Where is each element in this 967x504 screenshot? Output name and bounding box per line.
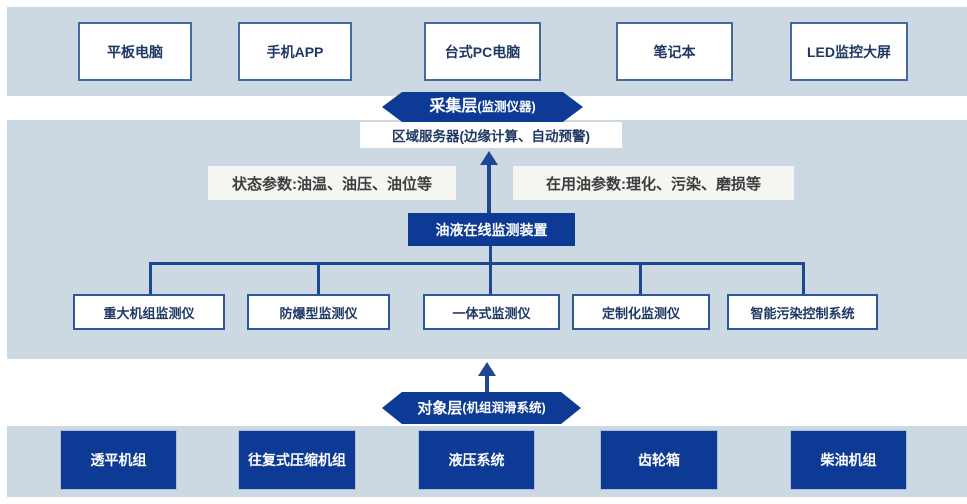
arrow-shaft	[485, 375, 489, 393]
connector-drop-2	[317, 262, 320, 294]
up-arrow-icon	[480, 151, 498, 165]
status-params-label: 状态参数:油温、油压、油位等	[208, 166, 456, 200]
node-diesel-unit: 柴油机组	[790, 430, 907, 490]
node-tablet: 平板电脑	[78, 22, 192, 81]
connector-drop-5	[802, 262, 805, 294]
node-gearbox: 齿轮箱	[600, 430, 718, 490]
object-layer-pill: 对象层 (机组润滑系统)	[382, 392, 581, 424]
node-major-unit-monitor: 重大机组监测仪	[73, 294, 225, 330]
node-turbine-unit: 透平机组	[60, 430, 177, 490]
arrow-shaft	[487, 163, 491, 213]
node-desktop-pc: 台式PC电脑	[424, 22, 541, 81]
collect-layer-pill: 采集层(监测仪器)	[382, 92, 583, 122]
object-layer-title: 对象层	[417, 399, 463, 417]
node-hydraulic-system: 液压系统	[418, 430, 535, 490]
node-explosion-proof-monitor: 防爆型监测仪	[247, 294, 390, 330]
node-laptop: 笔记本	[616, 22, 733, 81]
object-layer-subtitle: (机组润滑系统)	[462, 400, 546, 415]
node-reciprocating-compressor: 往复式压缩机组	[238, 430, 356, 490]
node-smart-pollution-control: 智能污染控制系统	[727, 294, 878, 330]
connector-drop-4	[639, 262, 642, 294]
connector-trunk	[489, 246, 492, 263]
node-customized-monitor: 定制化监测仪	[572, 294, 710, 330]
node-led-screen: LED监控大屏	[790, 22, 908, 81]
oil-params-label: 在用油参数:理化、污染、磨损等	[513, 166, 794, 200]
node-oil-online-monitor: 油液在线监测装置	[408, 213, 575, 246]
connector-drop-1	[149, 262, 152, 294]
collect-layer-subtitle: (监测仪器)	[477, 99, 536, 114]
regional-server-label: 区域服务器(边缘计算、自动预警)	[360, 122, 622, 148]
node-phone-app: 手机APP	[238, 22, 352, 81]
collect-layer-title: 采集层	[429, 98, 478, 115]
connector-horizontal	[149, 262, 805, 265]
connector-drop-3	[489, 262, 492, 294]
up-arrow-icon	[478, 362, 496, 376]
node-integrated-monitor: 一体式监测仪	[423, 294, 560, 330]
